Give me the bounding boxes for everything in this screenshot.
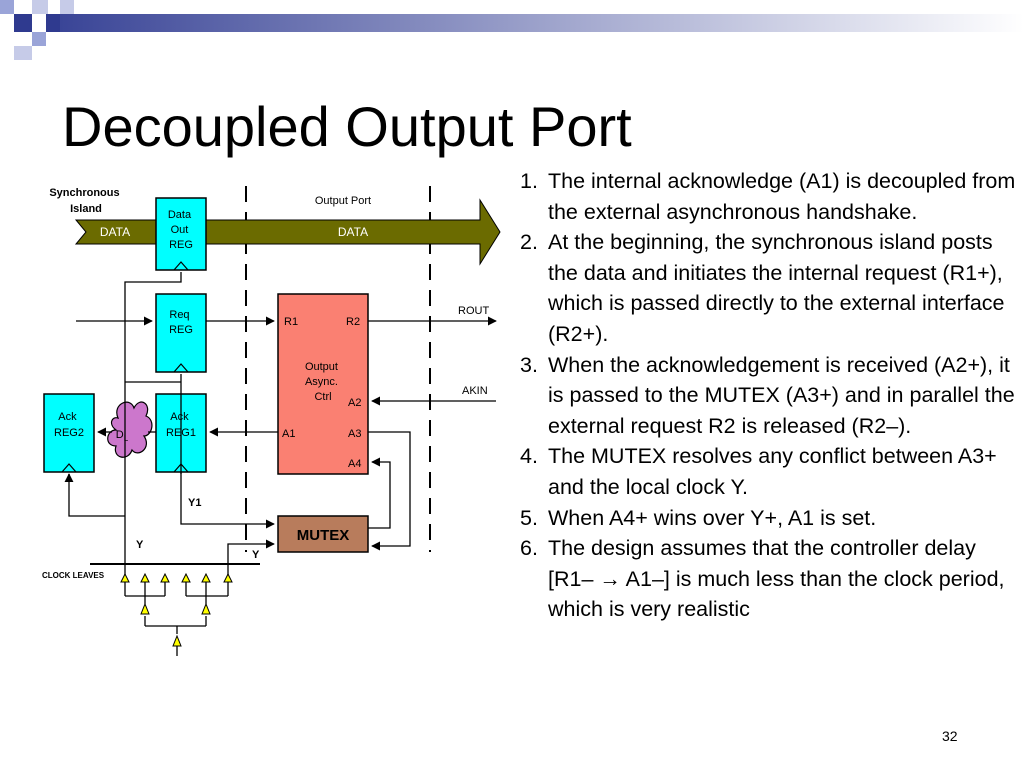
- rout-label: ROUT: [458, 305, 489, 317]
- dl-cloud: [107, 401, 153, 458]
- step-text: The MUTEX resolves any conflict between …: [548, 444, 997, 499]
- y-left-label: Y: [136, 539, 144, 551]
- slide-title: Decoupled Output Port: [62, 95, 632, 158]
- req-register-label: Req REG: [169, 309, 193, 336]
- ack-register-2: [43, 393, 95, 473]
- header-square: [14, 14, 32, 32]
- req-register: [155, 293, 207, 373]
- steps-list: 1. The internal acknowledge (A1) is decou…: [520, 166, 1016, 625]
- controller-label: Output Async. Ctrl: [305, 361, 341, 403]
- port-a2: A2: [348, 397, 361, 409]
- clock-buffer: [160, 572, 170, 583]
- step-item: 2. At the beginning, the synchronous isla…: [520, 227, 1016, 349]
- port-a3: A3: [348, 428, 361, 440]
- output-port-label: Output Port: [315, 195, 371, 207]
- step-text: The design assumes that the controller d…: [548, 536, 1005, 622]
- header-square: [0, 0, 14, 14]
- header-square: [14, 46, 32, 60]
- port-r2: R2: [346, 316, 360, 328]
- step-text: When the acknowledgement is received (A2…: [548, 352, 1015, 438]
- step-number: 4.: [520, 444, 538, 469]
- mutex-block: [277, 515, 369, 553]
- clock-buffer: [140, 572, 150, 583]
- clock-buffer: [181, 572, 191, 583]
- step-number: 6.: [520, 536, 538, 561]
- step-number: 2.: [520, 230, 538, 255]
- step-text: When A4+ wins over Y+, A1 is set.: [548, 505, 877, 530]
- synchronous-island-label: Synchronous Island: [49, 187, 122, 215]
- wires: [64, 272, 497, 656]
- clock-buffer: [201, 572, 211, 583]
- step-text: The internal acknowledge (A1) is decoupl…: [548, 169, 1016, 224]
- clock-buffer: [140, 602, 150, 615]
- y1-label: Y1: [188, 497, 201, 509]
- header-square: [46, 14, 60, 32]
- header-square: [32, 32, 46, 46]
- step-item: 1. The internal acknowledge (A1) is decou…: [520, 166, 1016, 227]
- dl-label: DL: [116, 429, 129, 443]
- clock-buffer: [201, 602, 211, 615]
- data-out-register: [155, 197, 207, 271]
- clock-leaves-label: CLOCK LEAVES: [42, 571, 105, 580]
- step-item: 4. The MUTEX resolves any conflict betwee…: [520, 441, 1016, 502]
- step-item: 3. When the acknowledgement is received (…: [520, 350, 1016, 442]
- clock-buffer: [120, 572, 130, 583]
- step-item: 6. The design assumes that the controller…: [520, 533, 1016, 625]
- page-number: 32: [942, 728, 958, 744]
- step-text: At the beginning, the synchronous island…: [548, 230, 1005, 346]
- mutex-label: MUTEX: [297, 527, 350, 544]
- data-bus-in: [74, 219, 171, 245]
- akin-label: AKIN: [462, 385, 488, 397]
- step-number: 1.: [520, 169, 538, 193]
- port-r1: R1: [284, 316, 298, 328]
- ack-register-2-label: Ack REG2: [54, 411, 84, 439]
- clock-buffers: [120, 572, 233, 647]
- clock-buffer: [223, 572, 233, 583]
- port-a4: A4: [348, 458, 361, 470]
- step-number: 5.: [520, 505, 538, 530]
- header-square: [32, 0, 48, 14]
- y-right-label: Y: [252, 549, 260, 561]
- clock-triangle: [61, 463, 77, 473]
- clock-triangle: [173, 261, 189, 271]
- step-number: 3.: [520, 352, 538, 377]
- header-gradient-bar: [60, 14, 1024, 32]
- step-item: 5. When A4+ wins over Y+, A1 is set.: [520, 503, 1016, 534]
- data-out-register-label: Data Out REG: [168, 209, 194, 251]
- data-bus-label-right: DATA: [338, 225, 368, 239]
- header-square: [60, 0, 74, 14]
- data-bus-label-left: DATA: [100, 225, 130, 239]
- port-a1: A1: [282, 428, 295, 440]
- clock-triangle: [173, 363, 189, 373]
- clock-buffer: [172, 634, 182, 647]
- data-bus-out: [189, 198, 501, 266]
- output-async-controller: [277, 293, 369, 475]
